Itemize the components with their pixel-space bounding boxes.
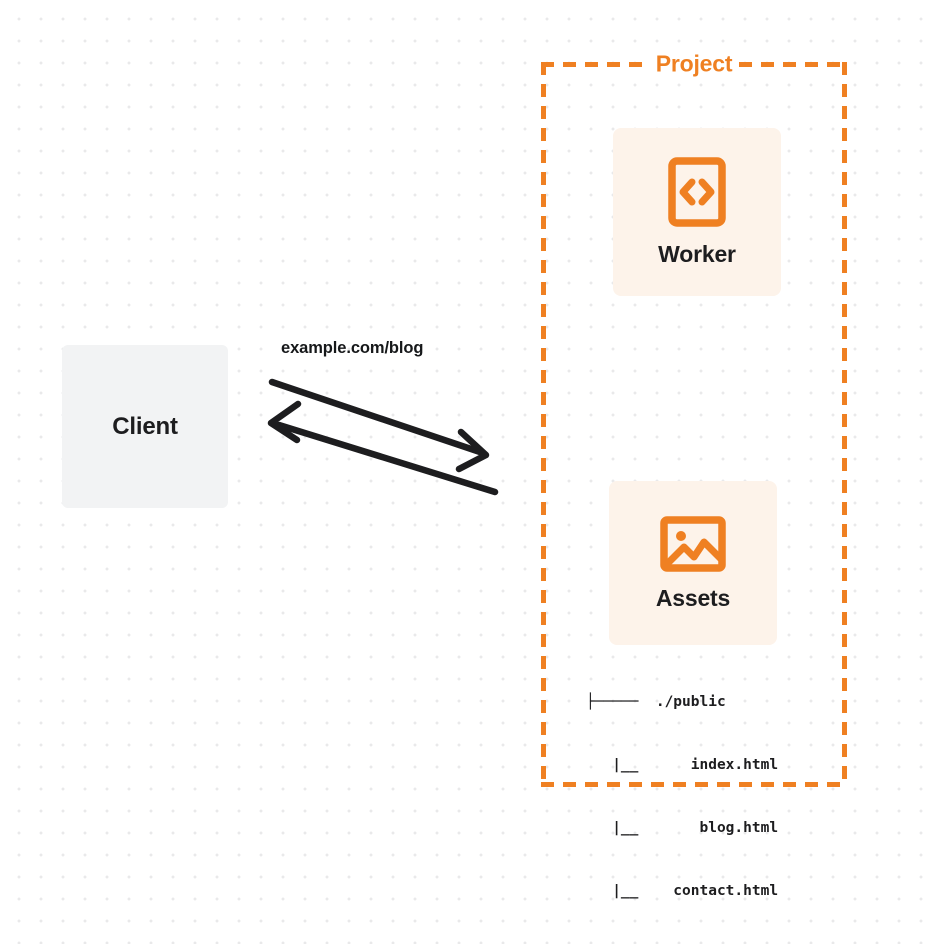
client-node[interactable]: Client <box>62 345 228 508</box>
assets-node[interactable]: Assets <box>609 481 777 645</box>
request-arrow <box>268 378 490 473</box>
project-label: Project <box>649 50 739 78</box>
project-border-right <box>842 62 847 787</box>
tree-line: |__ blog.html <box>586 820 779 836</box>
client-label: Client <box>112 412 178 440</box>
assets-file-tree: ├───── ./public |__ index.html |__ blog.… <box>586 650 778 944</box>
code-file-icon <box>668 156 726 227</box>
assets-label: Assets <box>655 584 731 611</box>
project-border-bottom <box>541 782 847 787</box>
worker-label: Worker <box>658 240 736 267</box>
diagram-canvas: Client example.com/blog Project <box>62 50 847 899</box>
tree-line: ├───── ./public <box>586 694 726 710</box>
project-border-left <box>541 62 546 787</box>
response-arrow <box>267 400 499 496</box>
project-boundary: Project <box>541 50 847 787</box>
worker-node[interactable]: Worker <box>613 128 781 296</box>
tree-line: |__ index.html <box>586 757 779 773</box>
tree-line: |__ contact.html <box>586 883 779 899</box>
connection-label: example.com/blog <box>281 339 424 357</box>
image-icon <box>660 515 726 573</box>
